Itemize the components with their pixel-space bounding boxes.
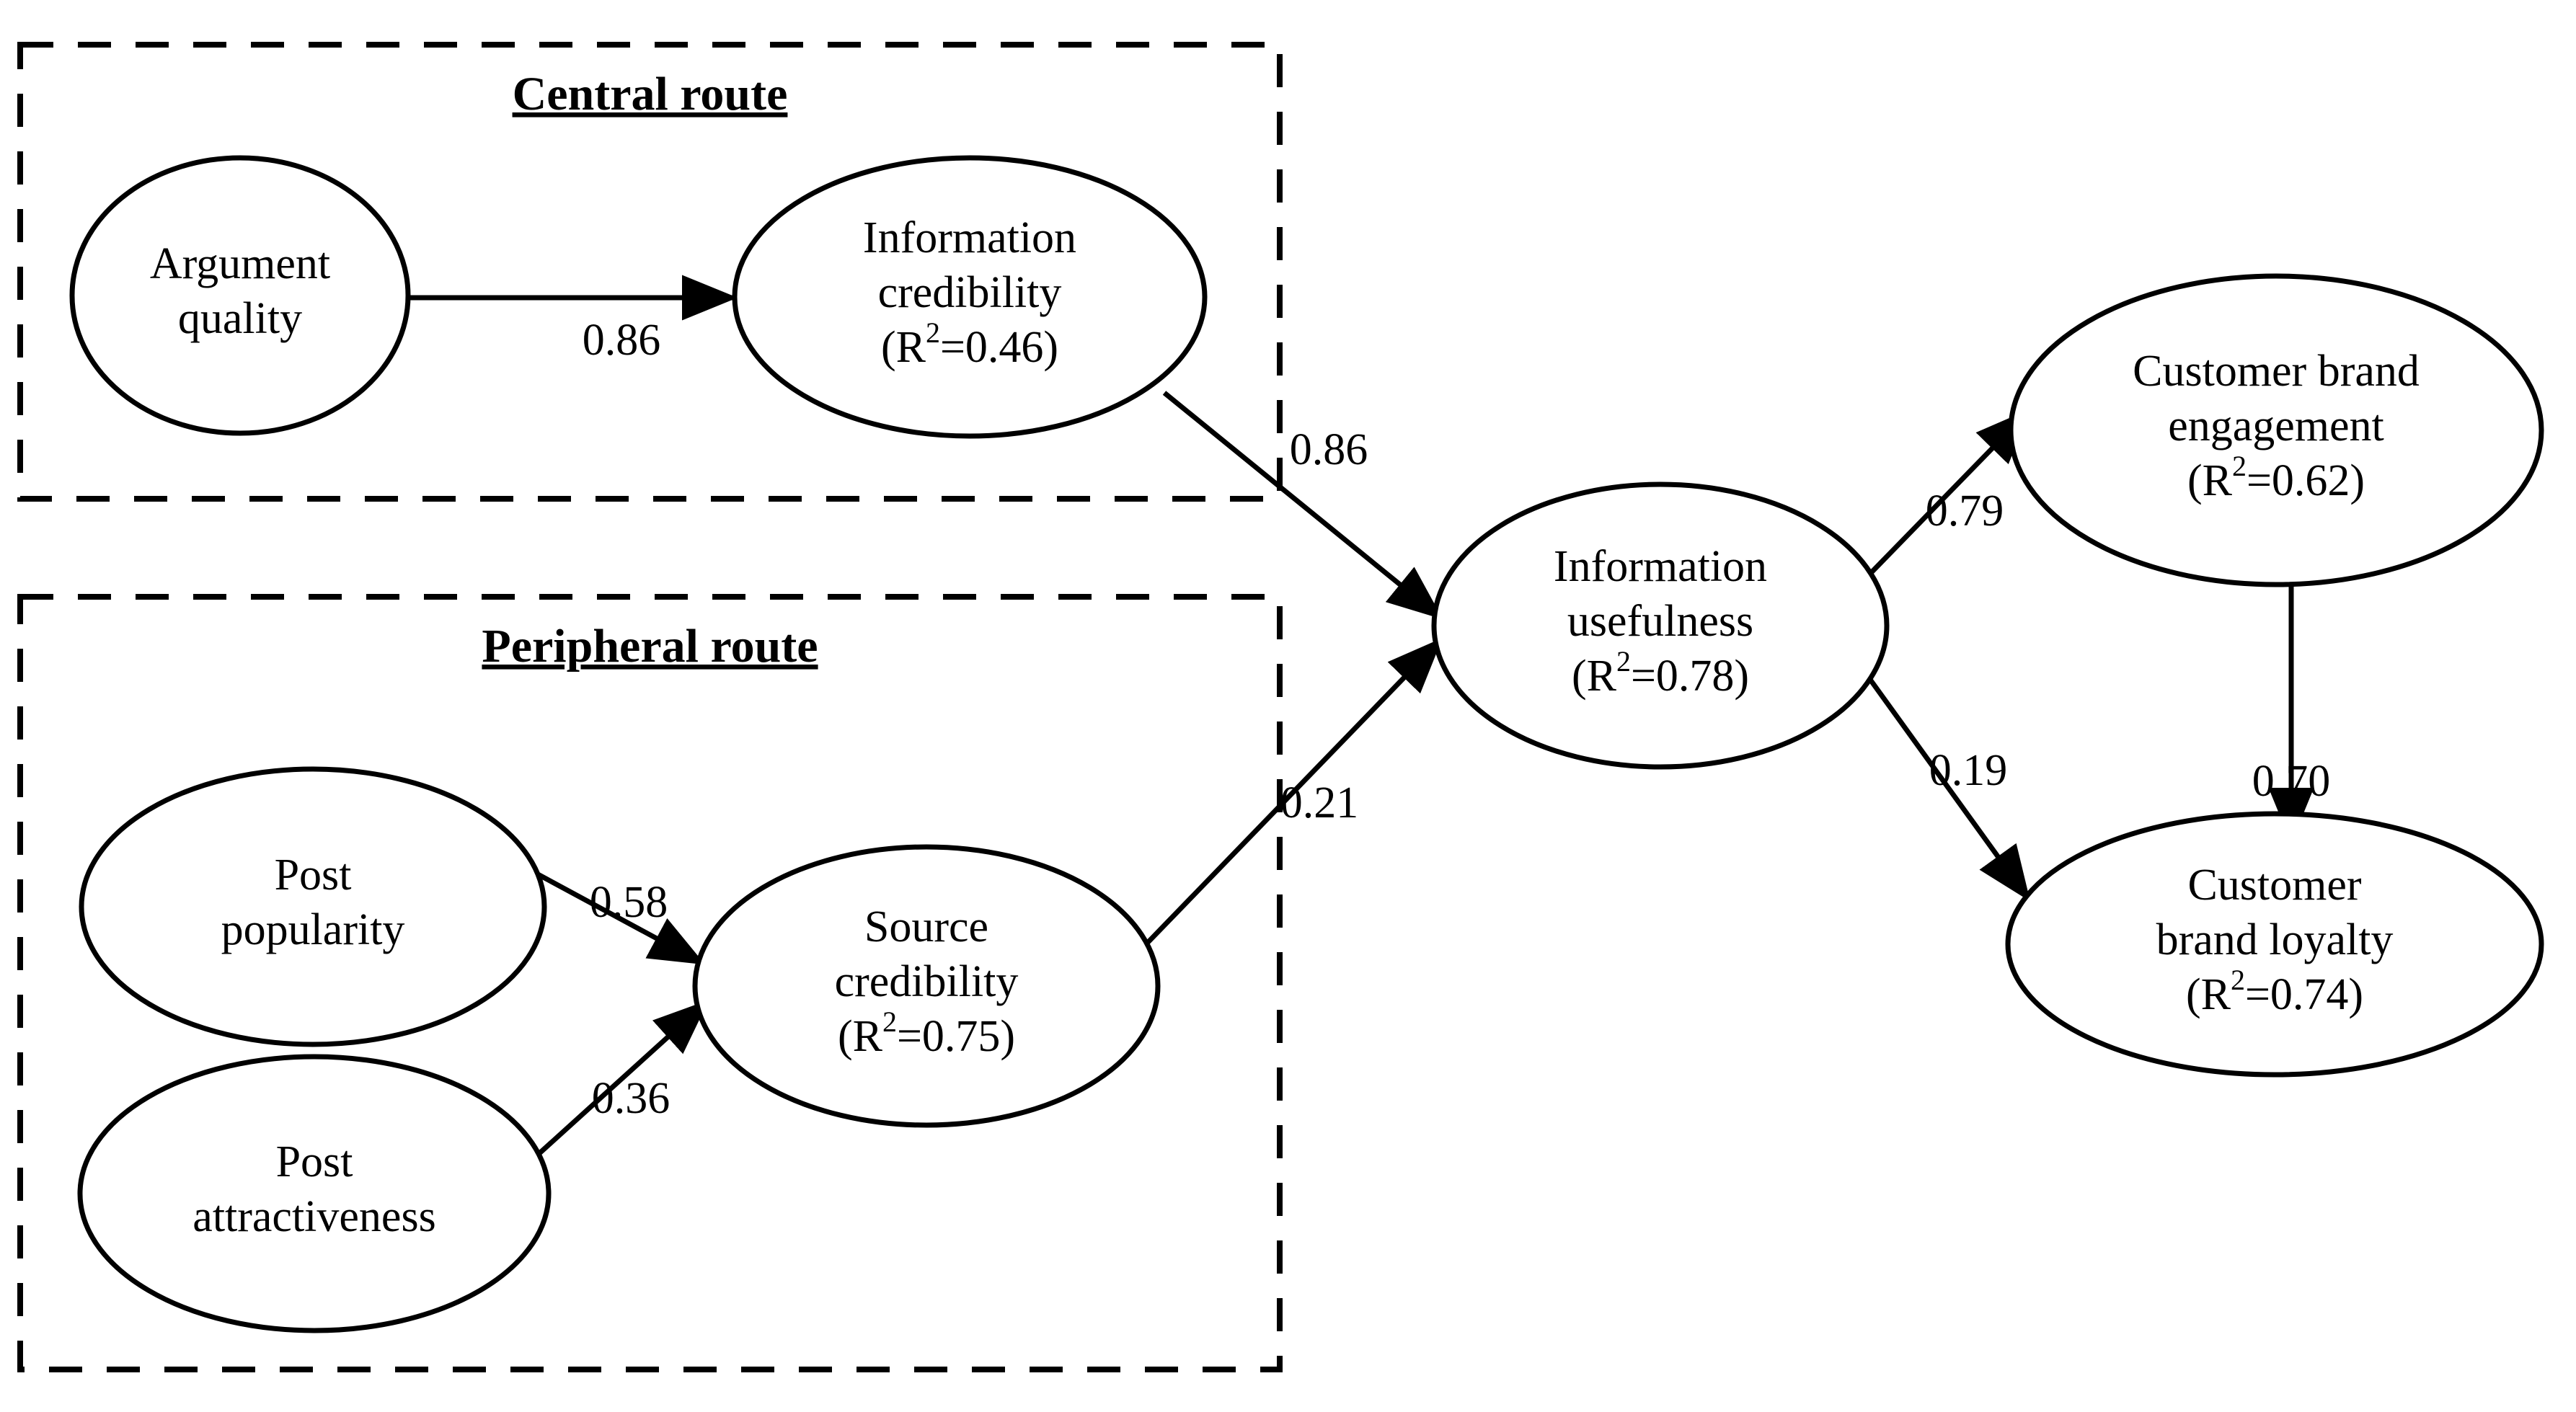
node-r2-information-usefulness: (R2=0.78) xyxy=(1572,645,1749,701)
path-coefficient-sc-to-iu: 0.21 xyxy=(1280,778,1359,827)
node-ellipse-customer-brand-loyalty[interactable] xyxy=(2005,811,2544,1078)
group-box-central xyxy=(17,42,1283,502)
node-ellipse-post-attractiveness[interactable] xyxy=(77,1054,552,1333)
edge-ic-to-iu xyxy=(1162,391,1443,620)
node-r2-customer-brand-loyalty: (R2=0.74) xyxy=(2186,964,2363,1019)
node-label-customer-brand-engagement: engagement xyxy=(2168,401,2384,450)
node-label-information-usefulness: Information xyxy=(1554,542,1767,591)
node-label-customer-brand-loyalty: brand loyalty xyxy=(2156,915,2394,964)
node-label-argument-quality: Argument xyxy=(150,239,330,288)
node-ellipse-post-popularity[interactable] xyxy=(79,766,547,1047)
node-label-information-credibility: credibility xyxy=(878,268,1062,317)
node-label-post-popularity: popularity xyxy=(221,905,405,954)
node-label-post-popularity: Post xyxy=(275,851,352,900)
construct-nodes: ArgumentqualityInformationcredibility(R2… xyxy=(69,155,2544,1333)
node-label-customer-brand-engagement: Customer brand xyxy=(2133,347,2420,396)
path-coefficient-labels: 0.86 0.86 0.58 0.36 0.21 0.79 0.19 0.70 xyxy=(583,316,2331,1123)
node-label-post-attractiveness: Post xyxy=(276,1137,353,1186)
node-label-source-credibility: Source xyxy=(864,902,988,951)
path-coefficient-aq-to-ic: 0.86 xyxy=(583,316,661,365)
node-r2-customer-brand-engagement: (R2=0.62) xyxy=(2187,450,2365,505)
path-coefficient-ic-to-iu: 0.86 xyxy=(1290,425,1368,474)
node-label-information-credibility: Information xyxy=(863,213,1076,262)
node-ellipse-customer-brand-engagement[interactable] xyxy=(2008,273,2544,587)
edge-pa-to-sc xyxy=(528,1000,709,1164)
path-coefficient-iu-to-cbe: 0.79 xyxy=(1926,487,2004,536)
path-coefficient-cbe-to-cbl: 0.70 xyxy=(2252,757,2331,806)
group-box-peripheral xyxy=(17,594,1283,1372)
node-label-information-usefulness: usefulness xyxy=(1567,597,1753,646)
node-label-post-attractiveness: attractiveness xyxy=(192,1192,435,1241)
path-edges xyxy=(408,275,2314,1164)
node-r2-source-credibility: (R2=0.75) xyxy=(838,1005,1015,1061)
node-ellipse-source-credibility[interactable] xyxy=(692,844,1161,1128)
path-coefficient-iu-to-cbl: 0.19 xyxy=(1929,746,2008,795)
node-ellipse-argument-quality[interactable] xyxy=(69,155,411,436)
edge-iu-to-cbe xyxy=(1865,408,2031,579)
node-ellipse-information-usefulness[interactable] xyxy=(1431,481,1890,770)
node-label-customer-brand-loyalty: Customer xyxy=(2187,861,2361,910)
node-r2-information-credibility: (R2=0.46) xyxy=(881,316,1058,372)
node-label-argument-quality: quality xyxy=(178,294,302,343)
node-label-source-credibility: credibility xyxy=(835,957,1019,1006)
node-ellipse-information-credibility[interactable] xyxy=(732,155,1208,439)
group-title-peripheral: Peripheral route xyxy=(482,620,818,672)
edge-sc-to-iu xyxy=(1137,637,1443,954)
group-title-central: Central route xyxy=(513,68,788,120)
edge-iu-to-cbl xyxy=(1867,675,2031,902)
path-coefficient-pp-to-sc: 0.58 xyxy=(590,878,668,927)
path-coefficient-pa-to-sc: 0.36 xyxy=(592,1074,670,1123)
edge-pp-to-sc xyxy=(519,862,706,965)
